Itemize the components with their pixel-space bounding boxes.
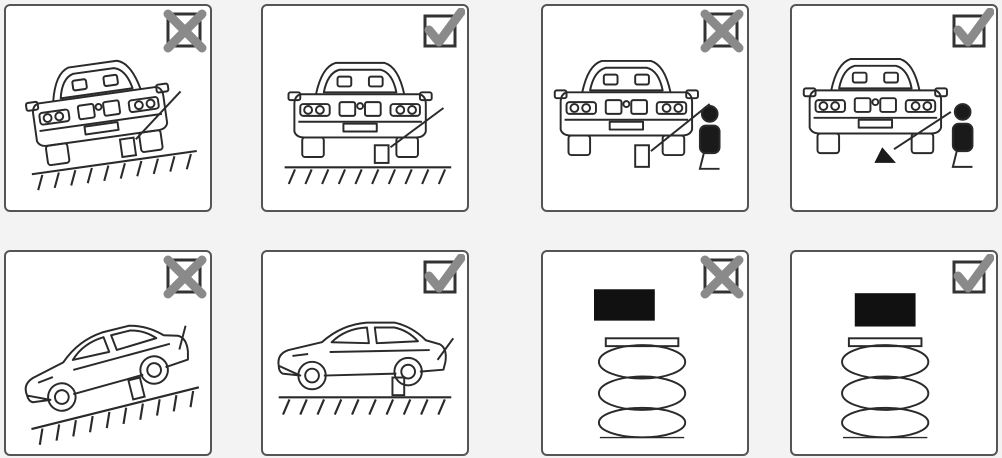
- cross-icon: [699, 8, 745, 54]
- cross-icon: [162, 8, 208, 54]
- check-icon: [419, 254, 465, 300]
- panel-bellows-jack-incorrect: [541, 250, 749, 456]
- panel-car-front-person-under: [541, 4, 749, 212]
- panel-car-front-on-jack: [790, 4, 998, 212]
- panel-car-side-level: [261, 250, 469, 456]
- check-icon: [948, 8, 994, 54]
- cross-icon: [699, 254, 745, 300]
- panel-bellows-jack-correct: [790, 250, 998, 456]
- panel-car-front-slope: [4, 4, 212, 212]
- check-icon: [419, 8, 465, 54]
- panel-car-side-slope: [4, 250, 212, 456]
- cross-icon: [162, 254, 208, 300]
- panel-car-front-level: [261, 4, 469, 212]
- check-icon: [948, 254, 994, 300]
